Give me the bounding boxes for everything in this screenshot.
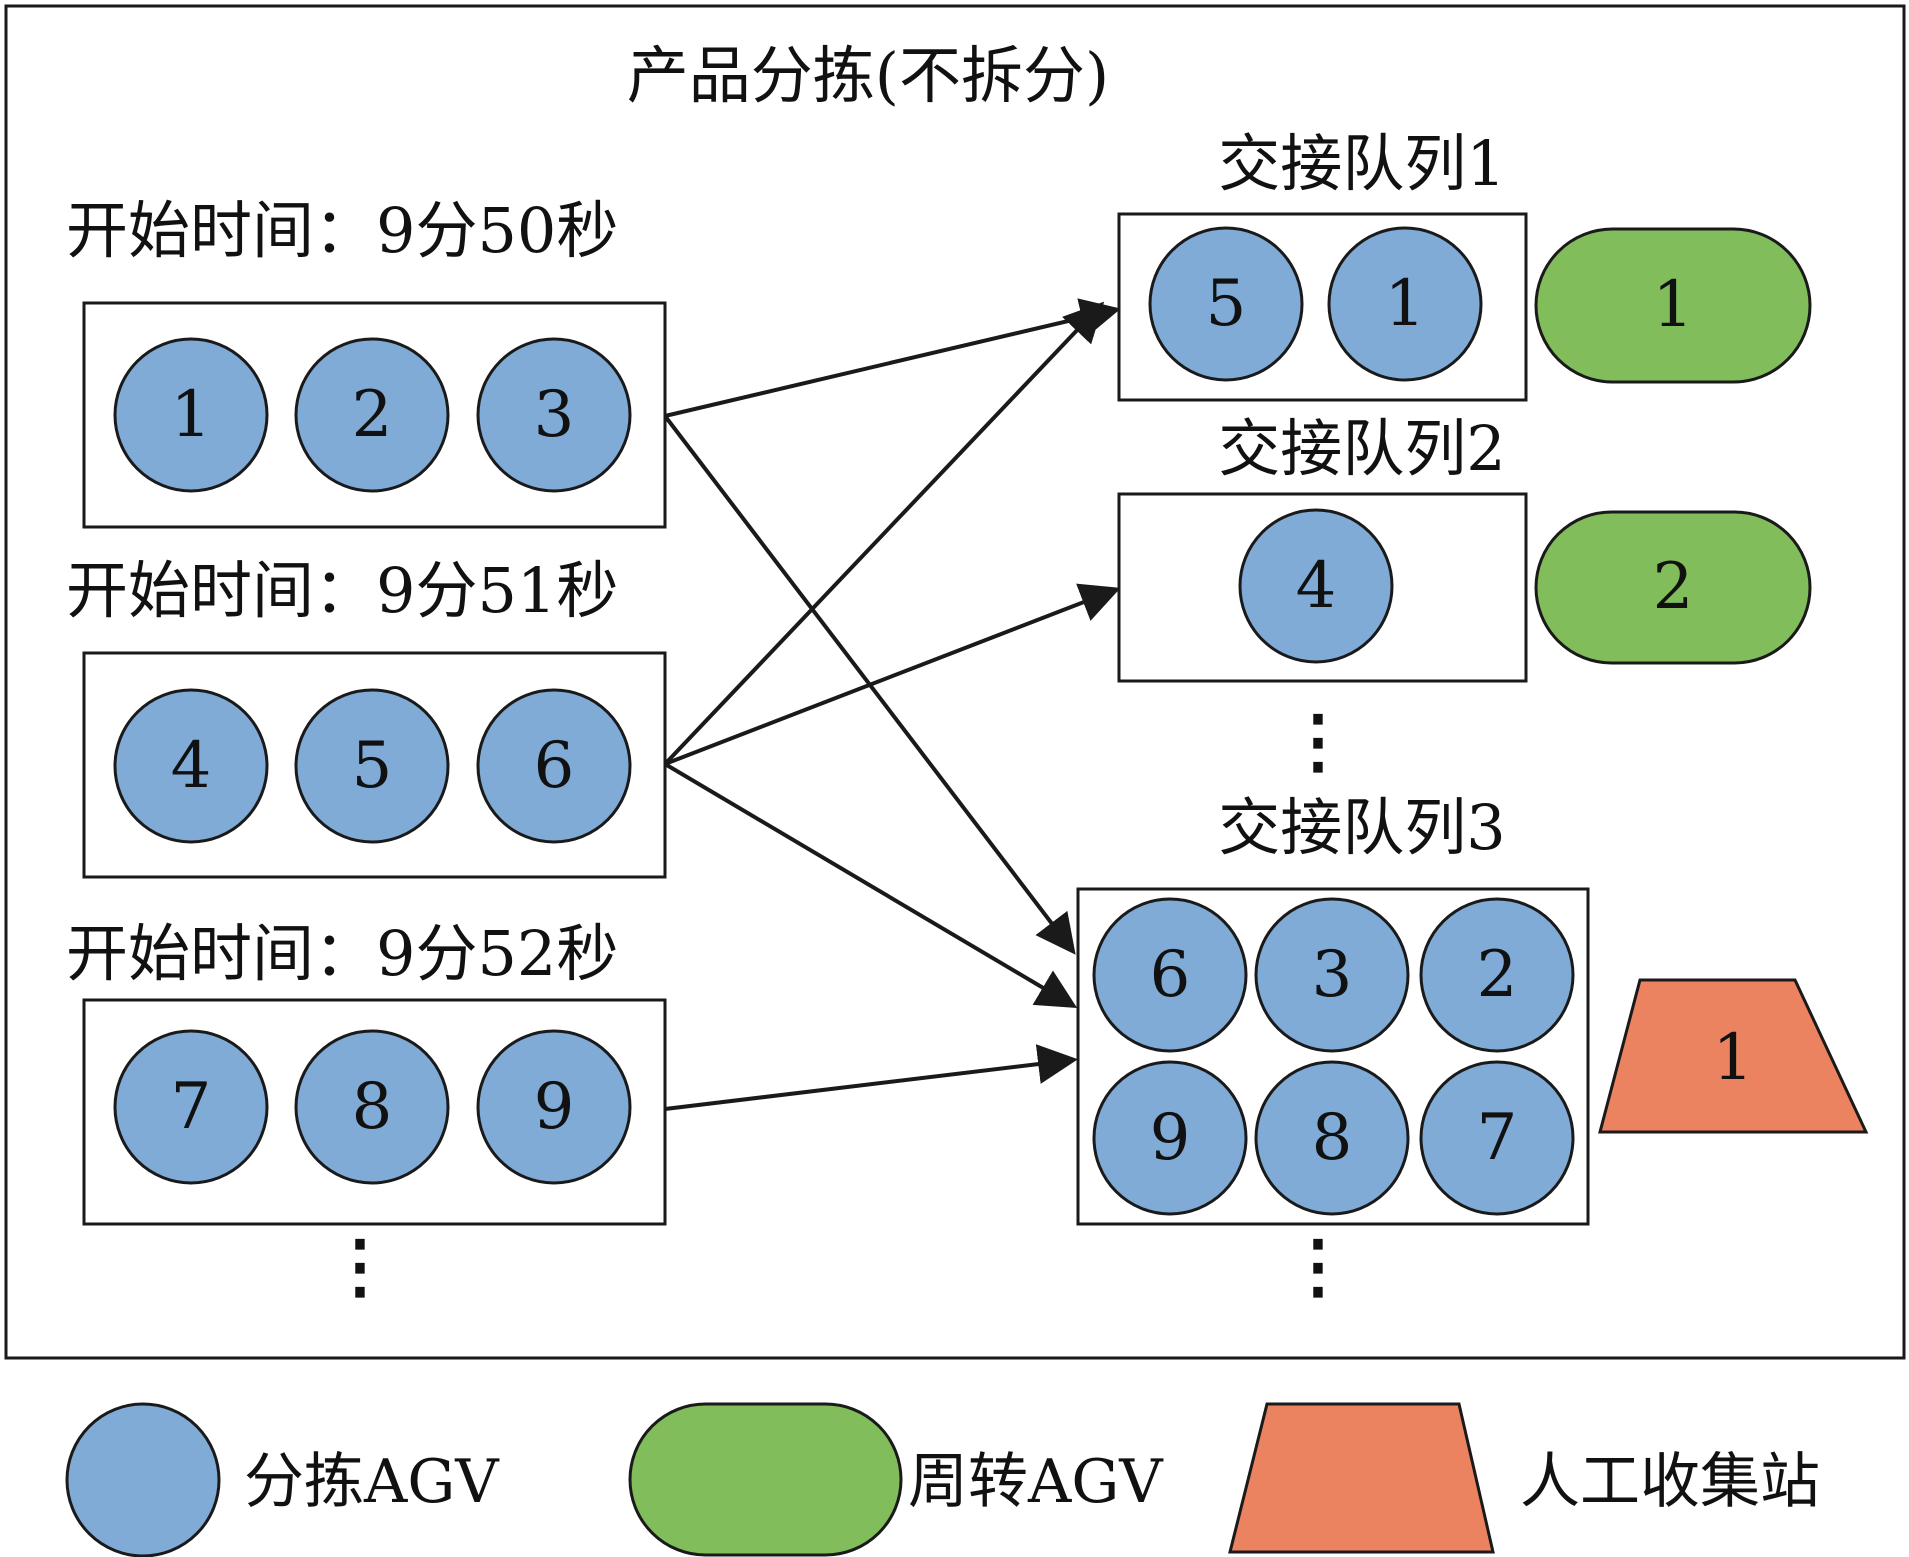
queue-2-label: 交接队列2 xyxy=(1218,412,1505,485)
legend: 分拣AGV 周转AGV 人工收集站 xyxy=(65,1402,1820,1557)
sorting-agv-number: 4 xyxy=(171,729,212,803)
sorting-agv: 4 xyxy=(1238,508,1394,664)
transfer-agv: 2 xyxy=(1534,510,1812,665)
sorting-agv: 2 xyxy=(294,337,450,493)
sorting-agv: 5 xyxy=(1148,226,1304,382)
sorting-agv: 5 xyxy=(294,688,450,844)
arrow-batch2-to-queue3 xyxy=(663,762,1078,1009)
arrow-batch1-to-queue3 xyxy=(663,414,1076,955)
sorting-agv: 7 xyxy=(1419,1060,1575,1216)
queue-3-label: 交接队列3 xyxy=(1218,791,1505,864)
sorting-agv-number: 5 xyxy=(1206,267,1247,341)
sorting-agv: 8 xyxy=(294,1029,450,1185)
queue-3: 交接队列3 6 3 2 9 8 7 1 xyxy=(1076,791,1869,1226)
legend-sorting-agv: 分拣AGV xyxy=(65,1402,500,1557)
transfer-agv: 1 xyxy=(1534,227,1812,384)
manual-station-number: 1 xyxy=(1713,1021,1754,1095)
queue-2: 交接队列2 4 2 xyxy=(1117,412,1812,683)
sorting-agv-number: 1 xyxy=(171,378,212,452)
sorting-agv: 3 xyxy=(476,337,632,493)
sorting-agv: 1 xyxy=(1327,226,1483,382)
queue-3-box xyxy=(1076,887,1590,1226)
sorting-agv: 9 xyxy=(476,1029,632,1185)
sorting-agv-number: 3 xyxy=(534,378,575,452)
arrow-batch2-to-queue1 xyxy=(663,301,1105,766)
diagram-title: 产品分拣(不拆分) xyxy=(627,39,1109,112)
sorting-agv-number: 9 xyxy=(534,1070,575,1144)
queue-1: 交接队列1 5 1 1 xyxy=(1117,127,1812,402)
transfer-agv-number: 1 xyxy=(1653,268,1694,342)
sorting-agv: 7 xyxy=(113,1029,269,1185)
sorting-agv: 9 xyxy=(1092,1060,1248,1216)
legend-manual-station-label: 人工收集站 xyxy=(1520,1447,1820,1517)
sorting-agv-number: 7 xyxy=(171,1070,212,1144)
sorting-agv: 2 xyxy=(1419,897,1575,1053)
batch-2: 开始时间：9分51秒 4 5 6 xyxy=(66,554,667,879)
arrow-batch3-to-queue3 xyxy=(664,1044,1078,1111)
sorting-agv-number: 5 xyxy=(352,729,393,803)
arrow-batch1-to-queue1 xyxy=(664,298,1121,418)
transfer-agv-number: 2 xyxy=(1653,550,1694,624)
sorting-agv-number: 8 xyxy=(1312,1101,1353,1175)
batch-3-box xyxy=(82,998,667,1226)
legend-manual-station: 人工收集站 xyxy=(1228,1402,1820,1554)
legend-manual-station-swatch xyxy=(1228,1402,1495,1554)
queue-ellipsis: ⋮ xyxy=(1283,699,1353,782)
queue-ellipsis: ⋮ xyxy=(1283,1224,1353,1307)
sorting-agv-number: 8 xyxy=(352,1070,393,1144)
queue-1-label: 交接队列1 xyxy=(1218,127,1505,200)
manual-station: 1 xyxy=(1598,978,1869,1134)
batch-2-start-time: 开始时间：9分51秒 xyxy=(66,554,618,627)
sorting-agv: 6 xyxy=(476,688,632,844)
sorting-agv-number: 3 xyxy=(1312,938,1353,1012)
legend-transfer-agv: 周转AGV xyxy=(628,1402,1164,1557)
sorting-agv-number: 1 xyxy=(1385,267,1426,341)
legend-transfer-agv-swatch xyxy=(628,1402,903,1557)
legend-sorting-agv-label: 分拣AGV xyxy=(244,1447,500,1517)
sorting-agv-number: 9 xyxy=(1150,1101,1191,1175)
sorting-agv-number: 2 xyxy=(352,378,393,452)
outer-frame xyxy=(4,4,1906,1360)
sorting-agv: 6 xyxy=(1092,897,1248,1053)
sorting-agv: 3 xyxy=(1254,897,1410,1053)
batch-3-start-time: 开始时间：9分52秒 xyxy=(66,917,618,990)
legend-transfer-agv-label: 周转AGV xyxy=(908,1447,1164,1517)
batch-ellipsis: ⋮ xyxy=(325,1224,395,1307)
sorting-agv-number: 6 xyxy=(1150,938,1191,1012)
sorting-agv-number: 7 xyxy=(1477,1101,1518,1175)
arrow-batch2-to-queue2 xyxy=(664,583,1121,766)
sorting-agv-number: 2 xyxy=(1477,938,1518,1012)
sorting-agv: 1 xyxy=(113,337,269,493)
batch-1-start-time: 开始时间：9分50秒 xyxy=(66,194,618,267)
legend-sorting-agv-swatch xyxy=(65,1402,221,1557)
batch-3: 开始时间：9分52秒 7 8 9 xyxy=(66,917,667,1226)
sorting-agv: 8 xyxy=(1254,1060,1410,1216)
sorting-agv-number: 6 xyxy=(534,729,575,803)
sorting-agv-number: 4 xyxy=(1296,549,1337,623)
batch-1: 开始时间：9分50秒 1 2 3 xyxy=(66,194,667,529)
sorting-agv: 4 xyxy=(113,688,269,844)
